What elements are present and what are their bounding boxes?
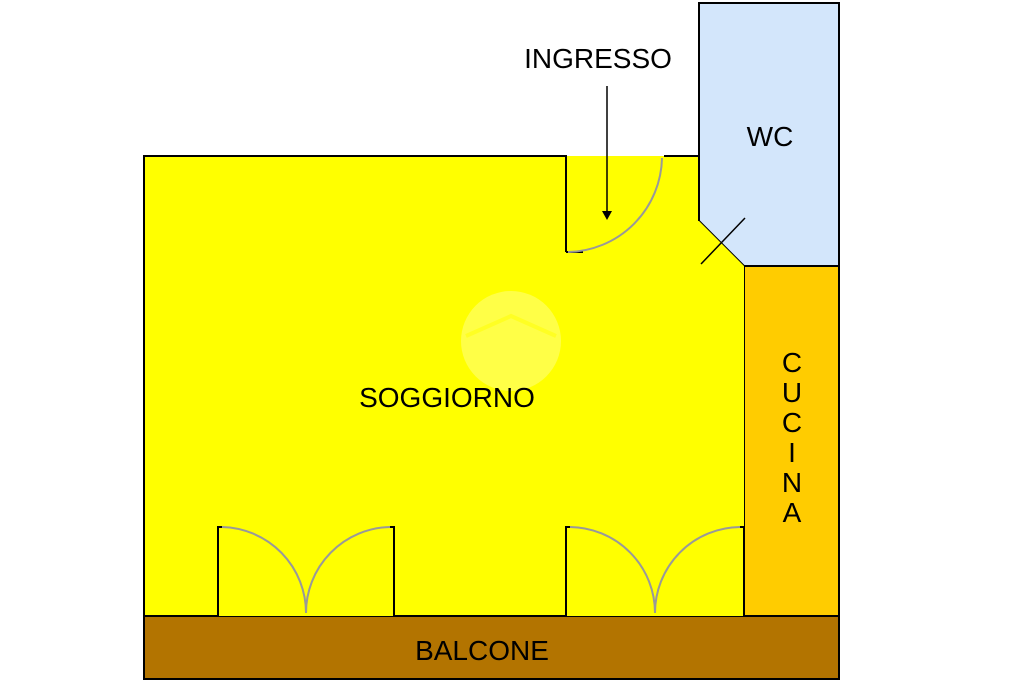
cucina-label-letter: C bbox=[782, 407, 802, 438]
door-swing bbox=[221, 526, 307, 614]
soggiorno-label: SOGGIORNO bbox=[359, 382, 535, 413]
bottom-wall-segment bbox=[390, 526, 570, 617]
wc-door-line bbox=[700, 217, 746, 265]
cucina-label-letter: I bbox=[788, 437, 796, 468]
cucina-label-letter: N bbox=[782, 467, 802, 498]
ingresso-area bbox=[566, 156, 664, 252]
soggiorno-room bbox=[144, 156, 744, 616]
cucina-label-letter: C bbox=[782, 347, 802, 378]
door-swing bbox=[569, 526, 656, 614]
home-logo-icon bbox=[461, 291, 561, 391]
ingresso-arrow-head bbox=[602, 211, 612, 220]
cucina-label-letter: U bbox=[782, 377, 802, 408]
balcone-label: BALCONE bbox=[415, 635, 549, 666]
bottom-wall-segment bbox=[217, 526, 222, 616]
entrance-door-swing bbox=[567, 157, 663, 253]
door-swing bbox=[305, 526, 391, 614]
bottom-wall-segment bbox=[740, 526, 745, 616]
balcone-room bbox=[143, 615, 840, 680]
cucina-label-letter: A bbox=[783, 497, 802, 528]
ingresso-label: INGRESSO bbox=[524, 43, 672, 74]
soggiorno-wall-right bbox=[664, 155, 700, 221]
soggiorno-wall bbox=[143, 155, 567, 617]
door-swing bbox=[654, 526, 741, 614]
cucina-room bbox=[743, 265, 840, 617]
wc-label: WC bbox=[747, 121, 794, 152]
